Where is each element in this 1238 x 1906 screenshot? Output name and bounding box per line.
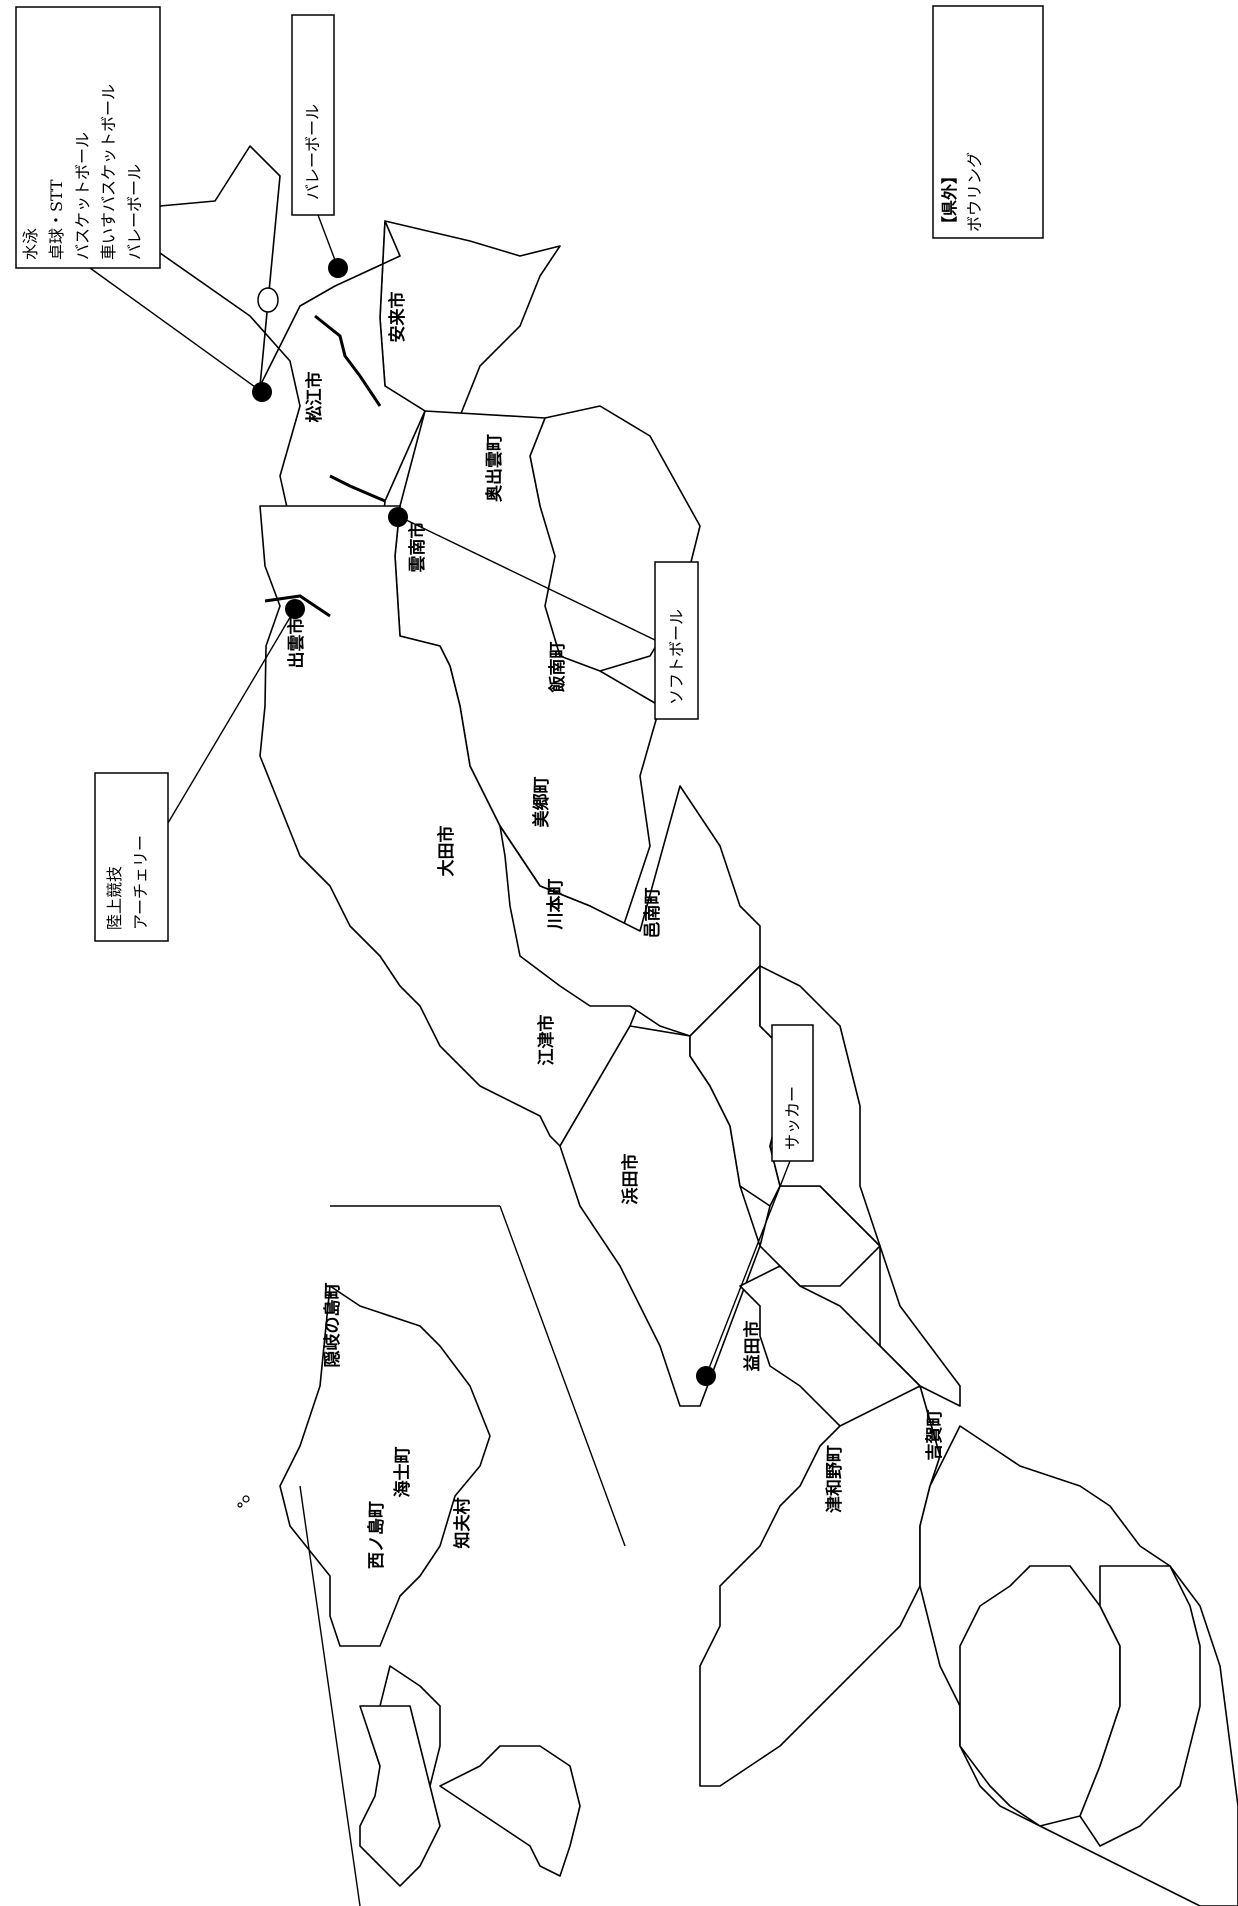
venue-box-unnan bbox=[654, 561, 699, 720]
lake-shinji bbox=[257, 287, 279, 313]
label-okinoshima: 隠岐の島町 bbox=[322, 1283, 343, 1368]
label-okuizumo: 奥出雲町 bbox=[484, 434, 505, 502]
leader-masuda bbox=[705, 1160, 791, 1377]
thick-boundary-3 bbox=[264, 594, 331, 618]
region-yoshika bbox=[1079, 1565, 1201, 1847]
municipality-labels: 安来市 松江市 奥出雲町 雲南市 出雲市 飯南町 美郷町 大田市 川本町 邑南町… bbox=[286, 292, 945, 1570]
label-tsuwano: 津和野町 bbox=[824, 1445, 845, 1513]
venue-unnan-sport-1: ソフトボール bbox=[667, 609, 686, 705]
venue-box-izumo bbox=[94, 772, 169, 942]
label-misato: 美郷町 bbox=[531, 777, 552, 828]
venue-matsue-sport-2: 卓球・STT bbox=[47, 179, 66, 260]
label-yoshika: 吉賀町 bbox=[925, 1410, 945, 1461]
region-iinan bbox=[499, 785, 761, 1037]
venue-dot-matsue bbox=[252, 382, 272, 402]
venue-box-matsue bbox=[15, 6, 161, 269]
outside-heading: 【県外】 bbox=[940, 168, 959, 232]
venue-izumo-sport-1: 陸上競技 bbox=[105, 866, 124, 930]
label-unnan: 雲南市 bbox=[407, 522, 428, 573]
outside-sport-1: ボウリング bbox=[965, 152, 984, 232]
venue-matsue-sport-1: 水泳 bbox=[21, 228, 40, 260]
label-kawamoto: 川本町 bbox=[545, 879, 566, 931]
leader-unnan bbox=[399, 516, 656, 641]
label-hamada: 浜田市 bbox=[620, 1154, 641, 1205]
venue-box-masuda bbox=[771, 1024, 814, 1162]
label-ama: 海士町 bbox=[392, 1447, 413, 1498]
label-izumo: 出雲市 bbox=[286, 618, 307, 669]
venue-dot-unnan bbox=[388, 507, 408, 527]
label-nishinoshima: 西ノ島町 bbox=[366, 1501, 387, 1569]
label-oda: 大田市 bbox=[436, 826, 457, 877]
oki-separator-right bbox=[499, 1205, 626, 1547]
oki-islands bbox=[279, 1285, 581, 1887]
islet-2 bbox=[237, 1502, 243, 1508]
venue-box-outside bbox=[932, 5, 1044, 239]
venue-box-yasugi bbox=[291, 14, 335, 216]
venue-dot-izumo bbox=[285, 599, 305, 619]
thick-boundary-1 bbox=[314, 314, 382, 407]
islet-1 bbox=[242, 1495, 250, 1503]
venue-yasugi-sport-1: バレーボール bbox=[303, 104, 322, 200]
region-izumo bbox=[259, 505, 651, 1147]
venue-texts: 水泳 卓球・STT バスケットボール 車いすバスケットボール バレーボール バレ… bbox=[21, 84, 984, 1150]
venue-izumo-sport-2: アーチェリー bbox=[131, 835, 150, 930]
venue-dot-masuda bbox=[696, 1366, 716, 1386]
label-masuda: 益田市 bbox=[742, 1321, 763, 1372]
label-gotsu: 江津市 bbox=[536, 1015, 557, 1066]
oki-separator-left bbox=[299, 1485, 361, 1906]
leader-izumo bbox=[167, 608, 296, 824]
venue-dot-yasugi bbox=[328, 258, 348, 278]
venue-matsue-sport-3: バスケットボール bbox=[73, 132, 92, 260]
leader-matsue bbox=[89, 267, 263, 393]
venue-matsue-sport-4: 車いすバスケットボール bbox=[99, 84, 118, 260]
region-chibu bbox=[439, 1745, 581, 1877]
venue-masuda-sport-1: サッカー bbox=[783, 1086, 802, 1150]
venue-matsue-sport-5: バレーボール bbox=[125, 164, 144, 260]
region-hamada bbox=[699, 1385, 941, 1787]
label-chibu: 知夫村 bbox=[452, 1498, 473, 1550]
label-matsue: 松江市 bbox=[304, 372, 325, 423]
label-onan: 邑南町 bbox=[642, 888, 663, 939]
label-iinan: 飯南町 bbox=[547, 642, 568, 694]
region-nishinoshima bbox=[359, 1705, 441, 1887]
label-yasugi: 安来市 bbox=[387, 292, 408, 343]
thick-boundary-2 bbox=[329, 474, 386, 503]
mainland-regions bbox=[149, 145, 1238, 1906]
region-okinoshima bbox=[279, 1285, 491, 1647]
